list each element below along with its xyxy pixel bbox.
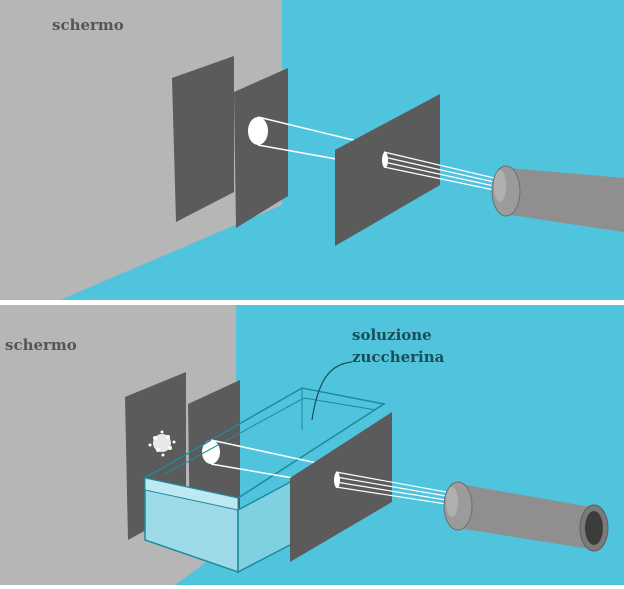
bottom-scattered-spot [148, 430, 176, 457]
top-panel [0, 0, 624, 300]
top-light-spot [248, 117, 268, 145]
top-polarizer-back [172, 56, 234, 222]
solution-label-line1: soluzione [352, 326, 432, 344]
bottom-flashlight [443, 481, 609, 552]
solution-leader-line [311, 361, 353, 421]
top-flashlight [491, 165, 624, 232]
top-middle-panel [335, 94, 440, 246]
bottom-light-beam [335, 471, 447, 505]
bottom-beam-entry [334, 472, 340, 488]
bottom-middle-panel [290, 412, 392, 562]
top-screen-label: schermo [52, 16, 124, 34]
top-light-beam [383, 151, 495, 191]
top-polarizer-front [234, 68, 288, 228]
solution-label-line2: zuccherina [352, 348, 445, 366]
solution-label: soluzione zuccherina [352, 324, 444, 368]
panel-separator [0, 300, 624, 305]
top-beam-entry [382, 152, 388, 168]
bottom-panel [0, 305, 624, 585]
bottom-screen-label: schermo [5, 336, 77, 354]
